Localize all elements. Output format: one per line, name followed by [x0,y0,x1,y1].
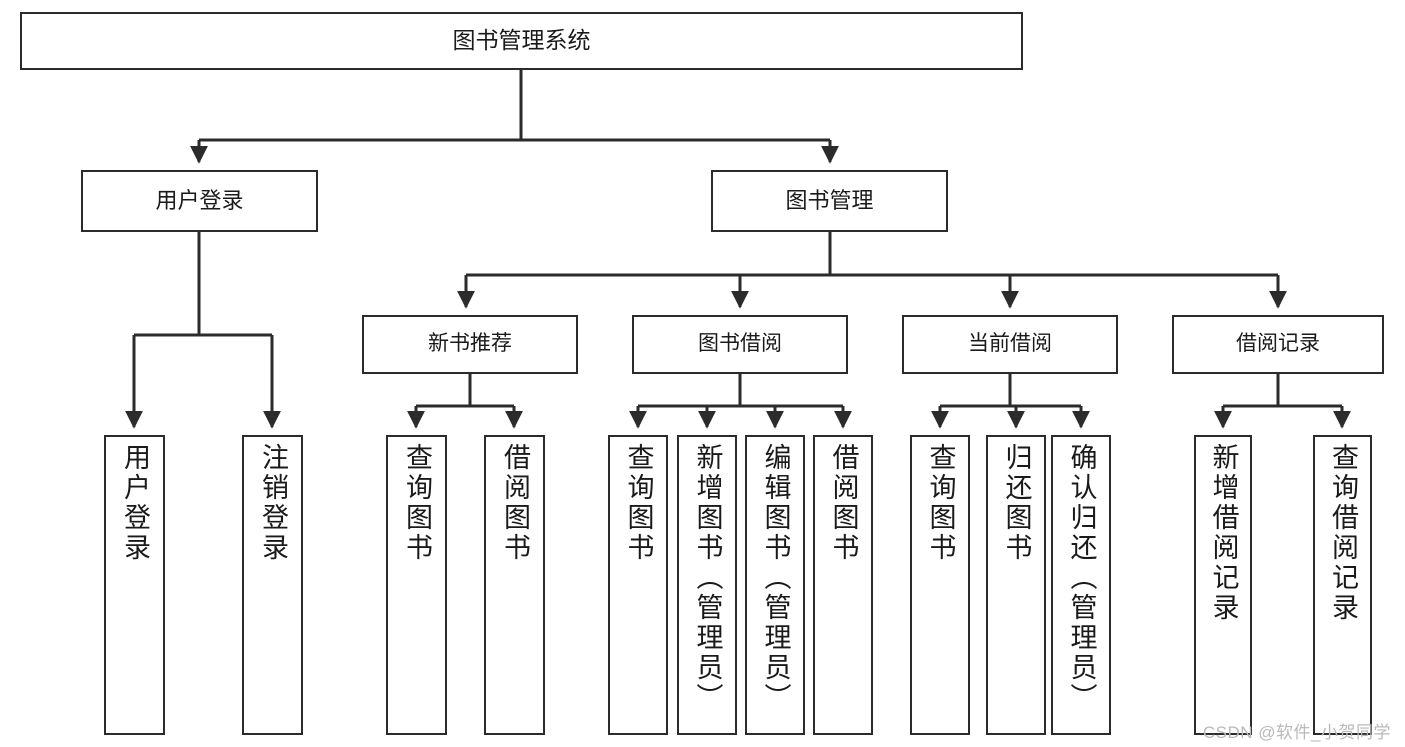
node-current-borrow-label: 当前借阅 [968,332,1052,356]
node-leaf-query-book-1[interactable]: 查询图书 [386,435,447,735]
node-leaf-borrow-book-2-label: 借阅图书 [828,443,859,563]
node-leaf-add-record-label: 新增借阅记录 [1208,443,1239,623]
node-leaf-add-book-label: 新增图书（管理员） [692,443,723,713]
node-leaf-user-login-label: 用户登录 [120,443,150,563]
node-root[interactable]: 图书管理系统 [20,12,1023,70]
node-book-manage-label: 图书管理 [785,188,874,214]
node-leaf-borrow-book-1-label: 借阅图书 [500,443,530,563]
node-leaf-confirm-return-label: 确认归还（管理员） [1066,443,1097,713]
node-book-manage[interactable]: 图书管理 [711,170,948,232]
csdn-watermark: CSDN @软件_小贺同学 [1202,723,1391,742]
node-leaf-edit-book-label: 编辑图书（管理员） [760,443,791,713]
node-leaf-borrow-book-1[interactable]: 借阅图书 [484,435,545,735]
node-leaf-query-book-2-label: 查询图书 [623,443,654,563]
node-root-label: 图书管理系统 [452,27,591,54]
node-leaf-query-book-1-label: 查询图书 [402,443,432,563]
node-leaf-edit-book[interactable]: 编辑图书（管理员） [745,435,805,735]
node-leaf-confirm-return[interactable]: 确认归还（管理员） [1051,435,1111,735]
node-user-login[interactable]: 用户登录 [81,170,318,232]
node-leaf-query-book-2[interactable]: 查询图书 [608,435,668,735]
node-new-book-rec-label: 新书推荐 [428,332,512,356]
node-leaf-return-book-label: 归还图书 [1001,443,1032,563]
node-book-borrow-label: 图书借阅 [698,332,782,356]
node-leaf-user-login[interactable]: 用户登录 [104,435,165,735]
node-user-login-label: 用户登录 [155,188,244,214]
node-leaf-add-book[interactable]: 新增图书（管理员） [677,435,737,735]
node-borrow-record[interactable]: 借阅记录 [1172,315,1384,374]
node-borrow-record-label: 借阅记录 [1236,332,1320,356]
node-leaf-add-record[interactable]: 新增借阅记录 [1194,435,1252,735]
node-leaf-borrow-book-2[interactable]: 借阅图书 [813,435,873,735]
node-leaf-query-record[interactable]: 查询借阅记录 [1313,435,1372,735]
node-leaf-return-book[interactable]: 归还图书 [986,435,1046,735]
node-leaf-query-book-3-label: 查询图书 [925,443,956,563]
node-book-borrow[interactable]: 图书借阅 [632,315,848,374]
node-leaf-logout[interactable]: 注销登录 [242,435,303,735]
node-leaf-query-record-label: 查询借阅记录 [1328,443,1358,623]
node-leaf-logout-label: 注销登录 [258,443,288,563]
node-leaf-query-book-3[interactable]: 查询图书 [910,435,970,735]
node-current-borrow[interactable]: 当前借阅 [902,315,1118,374]
node-new-book-rec[interactable]: 新书推荐 [362,315,578,374]
